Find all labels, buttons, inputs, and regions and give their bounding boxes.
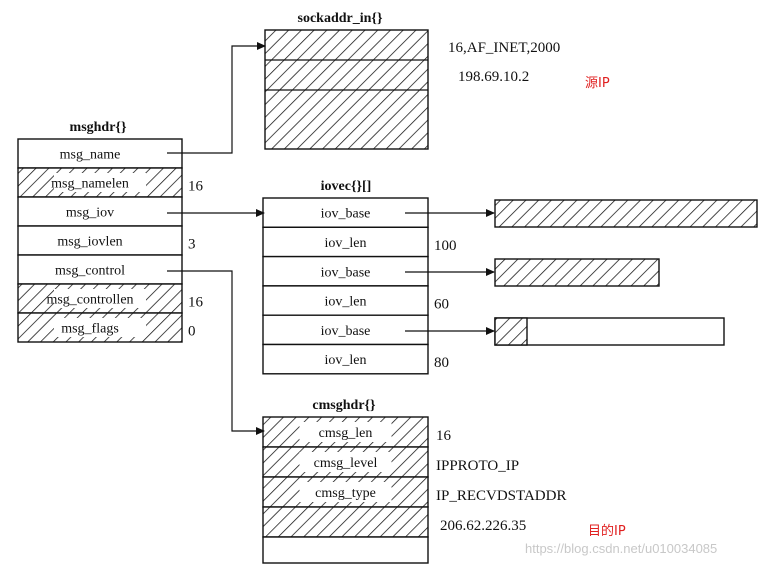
msghdr-field: msg_controllen bbox=[46, 293, 133, 308]
msghdr-label-bg bbox=[54, 289, 146, 308]
iovec-field: iov_base bbox=[321, 324, 371, 339]
cmsghdr-field: cmsg_type bbox=[315, 486, 376, 501]
iov-buffer-3-used bbox=[494, 317, 528, 346]
cmsghdr-address: 206.62.226.35 bbox=[440, 518, 526, 534]
msghdr-field: msg_iov bbox=[66, 206, 114, 221]
sockaddr-title: sockaddr_in{} bbox=[298, 11, 383, 26]
iovec-field: iov_base bbox=[321, 207, 371, 222]
cmsghdr-label-bg bbox=[299, 422, 392, 442]
iovec-value: 80 bbox=[434, 355, 449, 371]
msghdr-value: 3 bbox=[188, 237, 196, 253]
msghdr-label-bg bbox=[54, 318, 146, 337]
cmsghdr-value: IPPROTO_IP bbox=[436, 458, 519, 474]
dest-ip-note: 目的IP bbox=[588, 523, 626, 539]
msghdr-label-bg bbox=[54, 173, 146, 192]
msghdr-value: 16 bbox=[188, 179, 204, 195]
msghdr-field: msg_iovlen bbox=[57, 235, 122, 250]
msghdr-field: msg_name bbox=[60, 148, 121, 163]
cmsghdr-label-bg bbox=[299, 482, 392, 502]
cmsghdr-padding-row bbox=[262, 536, 429, 564]
msghdr-field: msg_control bbox=[55, 264, 125, 279]
cmsghdr-value: 16 bbox=[436, 428, 452, 444]
cmsghdr-field: cmsg_level bbox=[314, 456, 378, 471]
cmsghdr-label-bg bbox=[299, 452, 392, 472]
watermark: https://blog.csdn.net/u010034085 bbox=[525, 541, 717, 556]
iovec-field: iov_base bbox=[321, 265, 371, 280]
iovec-value: 60 bbox=[434, 297, 449, 313]
iovec-value: 100 bbox=[434, 238, 457, 254]
sockaddr-family-port: 16,AF_INET,2000 bbox=[448, 40, 560, 56]
msghdr-row bbox=[17, 225, 183, 256]
cmsghdr-value: IP_RECVDSTADDR bbox=[436, 488, 566, 504]
source-ip-note: 源IP bbox=[585, 76, 610, 91]
msghdr-value: 16 bbox=[188, 295, 204, 311]
iovec-row bbox=[262, 226, 429, 258]
arrow-msg-control-to-cmsghdr bbox=[167, 270, 265, 435]
iovec-row bbox=[262, 285, 429, 316]
iov-buffer-3 bbox=[494, 317, 725, 346]
cmsghdr-field: cmsg_len bbox=[319, 426, 373, 441]
sockaddr-ip: 198.69.10.2 bbox=[458, 69, 529, 85]
arrow-msg-name-to-sockaddr bbox=[167, 42, 266, 154]
iovec-field: iov_len bbox=[325, 236, 367, 251]
msghdr-title: msghdr{} bbox=[70, 120, 127, 135]
msghdr-row bbox=[17, 196, 183, 227]
iovec-title: iovec{}[] bbox=[321, 179, 372, 194]
msghdr-row bbox=[17, 254, 183, 285]
cmsghdr-data-row bbox=[262, 506, 429, 538]
iovec-field: iov_len bbox=[325, 353, 367, 368]
iovec-row bbox=[262, 255, 429, 287]
msghdr-field: msg_namelen bbox=[51, 177, 129, 192]
iov-buffer-1 bbox=[494, 199, 758, 228]
iovec-row bbox=[262, 343, 429, 375]
cmsghdr-title: cmsghdr{} bbox=[312, 398, 376, 413]
msghdr-field: msg_flags bbox=[61, 322, 119, 337]
iovec-field: iov_len bbox=[325, 295, 367, 310]
msghdr-value: 0 bbox=[188, 324, 196, 340]
iov-buffer-2 bbox=[494, 258, 660, 287]
